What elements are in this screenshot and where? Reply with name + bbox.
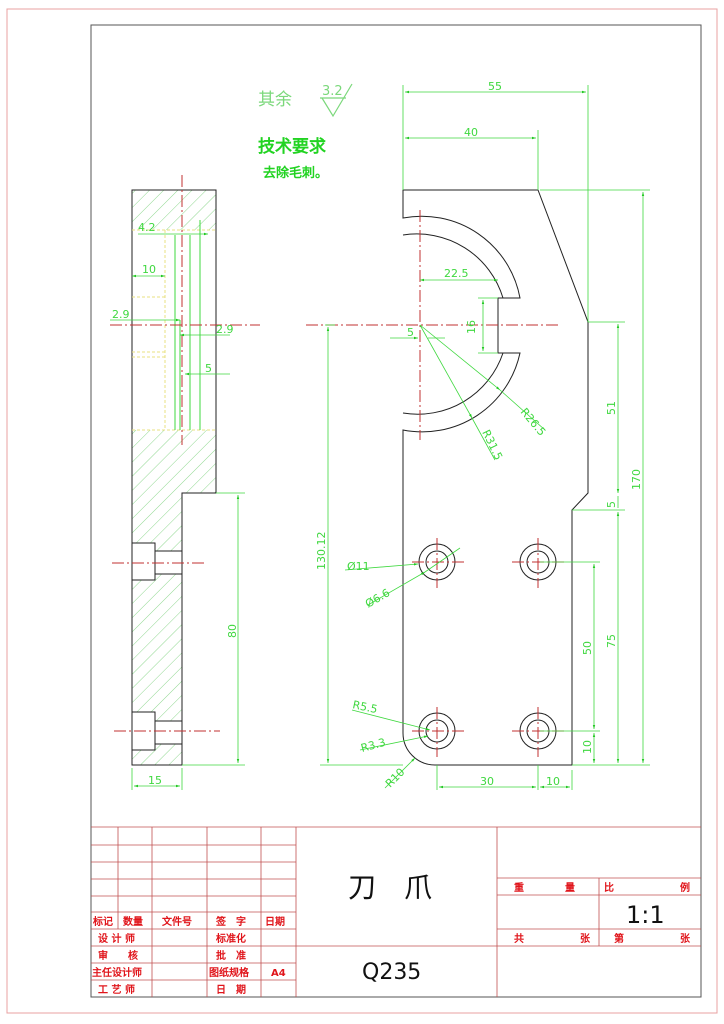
- dim-front-r3-3: R3.3: [359, 736, 387, 755]
- tb-weight-label-2: 量: [565, 881, 575, 894]
- outer-border: [6, 8, 718, 1014]
- roughness-symbol-icon: [320, 83, 353, 118]
- tb-sheet-label-1: 第: [614, 932, 624, 945]
- dim-side-2-9-right: 2.9: [216, 323, 234, 336]
- dim-front-51: 51: [605, 401, 618, 415]
- dim-front-55: 55: [488, 80, 502, 93]
- tb-row-standardization: 标准化: [215, 932, 246, 945]
- dim-side-2-9-left: 2.9: [112, 308, 130, 321]
- tb-total-label-2: 张: [580, 932, 591, 945]
- dim-front-10-horizontal: 10: [546, 775, 560, 788]
- dim-front-5-chamfer: 5: [605, 501, 618, 508]
- tb-scale-label-2: 例: [680, 881, 690, 894]
- dim-side-4-2: 4.2: [138, 221, 156, 234]
- dim-front-130-12: 130.12: [315, 532, 328, 571]
- tb-sheet-label-2: 张: [680, 932, 691, 945]
- dim-front-dia-6-6: Ø6.6: [363, 586, 392, 610]
- tb-row-reviewer: 审 核: [98, 949, 138, 962]
- tb-weight-label-1: 重: [514, 881, 524, 894]
- tb-row-designer: 设 计 师: [98, 932, 135, 945]
- roughness-value: 3.2: [322, 84, 343, 99]
- dim-front-75: 75: [605, 634, 618, 648]
- front-view: 55 40 22.5 16 5 R26.5 R31.5 130.12 51 5 …: [306, 80, 650, 790]
- dim-front-16: 16: [465, 320, 478, 334]
- tb-row-chief-designer: 主任设计师: [92, 966, 142, 979]
- tb-header-quantity: 数量: [123, 915, 143, 928]
- tb-row-paper-size-label: 图纸规格: [209, 966, 250, 979]
- tb-total-label-1: 共: [514, 932, 524, 945]
- tb-scale-label-1: 比: [604, 881, 614, 894]
- title-block: 标记 数量 文件号 签 字 日期 设 计 师 标准化 审 核 批 准 主任设计师…: [91, 826, 701, 997]
- tb-header-date: 日期: [265, 915, 285, 928]
- tb-row-process-engineer: 工 艺 师: [98, 983, 135, 996]
- dim-front-170: 170: [630, 469, 643, 490]
- dim-side-15: 15: [148, 774, 162, 787]
- tb-row-date: 日 期: [216, 983, 246, 996]
- tech-requirements-body: 去除毛刺。: [263, 165, 328, 181]
- dim-front-22-5: 22.5: [444, 267, 469, 280]
- surface-roughness-note: 其余 3.2: [258, 83, 353, 118]
- tb-header-document-no: 文件号: [162, 915, 192, 928]
- material: Q235: [362, 960, 421, 985]
- dim-front-r31-5: R31.5: [479, 428, 505, 463]
- dim-side-5: 5: [205, 362, 212, 375]
- inner-border: [90, 24, 702, 998]
- dim-side-10: 10: [142, 263, 156, 276]
- dim-front-10-vertical: 10: [581, 740, 594, 754]
- dim-front-50: 50: [581, 641, 594, 655]
- dim-front-5: 5: [407, 326, 414, 339]
- dim-front-r26-5: R26.5: [518, 406, 549, 439]
- dim-front-dia-11: Ø11: [347, 560, 370, 573]
- side-section-view: 4.2 10 2.9 2.9 5 80 15: [110, 175, 260, 790]
- scale-value: 1:1: [626, 901, 665, 929]
- tb-header-signature: 签 字: [215, 915, 246, 928]
- roughness-prefix: 其余: [258, 90, 292, 110]
- tech-requirements-title: 技术要求: [258, 136, 326, 157]
- tb-row-paper-size-value: A4: [271, 968, 286, 979]
- tb-header-mark: 标记: [92, 915, 113, 928]
- dim-front-40: 40: [464, 126, 478, 139]
- dim-front-30: 30: [480, 775, 494, 788]
- tb-row-approval: 批 准: [216, 949, 246, 962]
- part-name: 刀 爪: [348, 871, 432, 904]
- dim-front-r5-5: R5.5: [351, 698, 378, 716]
- dim-side-80: 80: [226, 624, 239, 638]
